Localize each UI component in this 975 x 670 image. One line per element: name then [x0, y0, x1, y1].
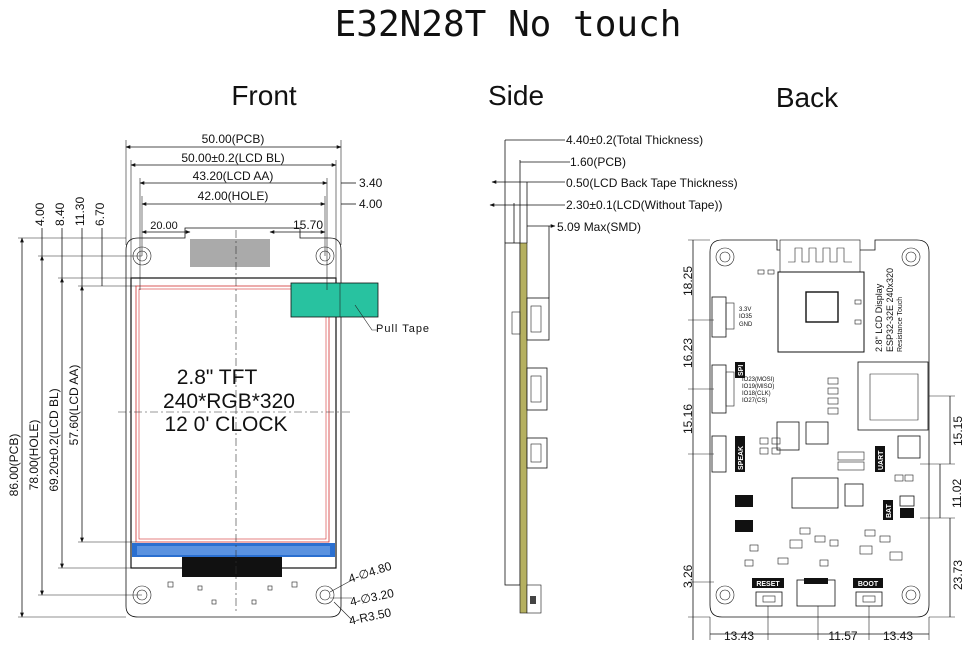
svg-text:BAT: BAT [886, 503, 893, 518]
dim-left-4: 4.00 [33, 202, 47, 226]
dim-back-16-23: 16.23 [681, 338, 695, 368]
boot-button [855, 591, 883, 607]
side-connector-1 [526, 297, 550, 341]
dim-lcd-aa-width: 43.20(LCD AA) [193, 169, 274, 183]
svg-text:IO35: IO35 [739, 314, 753, 320]
front-top-dimensions: 50.00(PCB) 50.00±0.2(LCD BL) 43.20(LCD A… [125, 132, 383, 290]
screen-text-resolution: 240*RGB*320 [163, 390, 295, 413]
dim-back-bottom-mid: 11.57 [828, 629, 857, 643]
back-connector-speaker [711, 435, 727, 473]
back-connector-spi [711, 364, 727, 414]
dim-left-11-3: 11.30 [73, 197, 87, 226]
side-pcb-layer [519, 242, 528, 614]
badge-speak [735, 436, 745, 472]
dim-back-23-73: 23.73 [951, 560, 965, 590]
dim-hole-spacing: 42.00(HOLE) [198, 189, 269, 203]
svg-text:RESET: RESET [756, 581, 780, 588]
dim-back-bottom-right: 13.43 [883, 629, 913, 643]
svg-text:UART: UART [878, 450, 885, 470]
dim-lcd-bl-width: 50.00±0.2(LCD BL) [181, 151, 284, 165]
back-left-dimensions: 18.25 16.23 15.16 3.26 [681, 239, 714, 640]
side-lcd-layer [504, 242, 521, 586]
front-left-dimensions: 4.00 8.40 11.30 6.70 86.00(PCB) 78.00(HO… [7, 197, 142, 618]
back-view: 2.8" LCD Display ESP32-32E 240x320 Resis… [681, 239, 965, 643]
dim-back-bottom-left: 13.43 [724, 629, 754, 643]
dim-lcd-aa-height: 57.60(LCD AA) [67, 365, 81, 446]
svg-text:BOOT: BOOT [858, 581, 879, 588]
back-board-model: ESP32-32E 240x320 [885, 268, 895, 352]
dim-pcb-height: 86.00(PCB) [7, 434, 21, 497]
back-connector-power [711, 296, 727, 338]
back-board-title: 2.8" LCD Display [874, 283, 884, 352]
back-right-dimensions: 15.15 11.02 23.73 [920, 395, 965, 618]
screen-text-size: 2.8" TFT [177, 366, 258, 389]
back-board-touch: Resistance Touch [897, 297, 904, 352]
dim-connector-left: 20.00 [150, 220, 178, 232]
dim-lcd-bl-height: 69.20±0.2(LCD BL) [47, 388, 61, 491]
dim-back-15-16: 15.16 [681, 404, 695, 434]
dim-pcb-width: 50.00(PCB) [202, 132, 265, 146]
svg-text:IO27(CS): IO27(CS) [742, 398, 767, 404]
badge-boot [853, 578, 883, 588]
back-sd-card-slot [857, 361, 929, 431]
drawing-title: E32N28T No touch [335, 4, 682, 45]
hole-callout-r3-5: 4-R3.50 [348, 605, 393, 628]
front-lcd-active-area [135, 285, 330, 543]
front-lcd-backlight [130, 277, 337, 569]
dim-pcb-thickness: 1.60(PCB) [570, 155, 626, 169]
dim-hole-height: 78.00(HOLE) [27, 420, 41, 491]
badge-reset [752, 578, 784, 588]
dim-back-3-26: 3.26 [681, 564, 695, 588]
dim-back-11-02: 11.02 [950, 479, 964, 508]
back-chip-usb-uart [791, 477, 839, 509]
reset-button [755, 591, 783, 607]
dim-connector-right: 15.70 [293, 218, 323, 232]
dim-tape-thickness: 0.50(LCD Back Tape Thickness) [566, 176, 738, 190]
side-view: 4.40±0.2(Total Thickness) 1.60(PCB) 0.50… [489, 133, 738, 614]
badge-spi [735, 362, 745, 378]
dim-left-6-7: 6.70 [93, 202, 107, 226]
back-small-components [744, 269, 914, 567]
badge-uart [875, 446, 885, 472]
front-pull-tape [290, 282, 379, 318]
svg-text:IO23(MOSI): IO23(MOSI) [742, 377, 774, 383]
front-hole-callouts: 4-∅4.80 4-∅3.20 4-R3.50 [329, 559, 395, 628]
svg-text:SPI: SPI [738, 365, 745, 376]
dim-hole-offset: 4.00 [359, 197, 383, 211]
svg-text:IO19(MISO): IO19(MISO) [742, 384, 774, 390]
pull-tape-label: Pull Tape [376, 323, 430, 335]
dim-back-18-25: 18.25 [681, 266, 695, 296]
side-connector-2 [526, 367, 548, 411]
view-heading-front: Front [231, 80, 297, 111]
front-view: Pull Tape 2.8" TFT 240*RGB*320 12 0' CLO… [7, 132, 430, 628]
view-heading-back: Back [776, 82, 839, 113]
dim-smd-height: 5.09 Max(SMD) [557, 220, 641, 234]
hole-callout-4-8: 4-∅4.80 [347, 559, 394, 586]
front-fpc-tail [182, 557, 282, 577]
dim-lcd-thickness: 2.30±0.1(LCD(Without Tape)) [566, 198, 722, 212]
back-bottom-dimensions: 13.43 11.57 13.43 [709, 606, 930, 643]
view-heading-side: Side [488, 80, 544, 111]
back-antenna [779, 239, 861, 273]
dim-back-15-15: 15.15 [951, 416, 965, 446]
back-pcb-outline [709, 239, 930, 618]
front-fpc-connector [190, 239, 270, 267]
badge-bat [883, 500, 893, 520]
back-mounting-holes [715, 247, 921, 605]
svg-text:SPEAK: SPEAK [738, 446, 745, 470]
dim-left-8-4: 8.40 [53, 202, 67, 226]
svg-text:IO18(CLK): IO18(CLK) [742, 391, 771, 397]
dim-aa-offset: 3.40 [359, 176, 383, 190]
dim-total-thickness: 4.40±0.2(Total Thickness) [566, 133, 703, 147]
front-pcb-outline [125, 227, 342, 618]
svg-text:3.3V: 3.3V [739, 307, 751, 313]
screen-text-orientation: 12 0' CLOCK [164, 413, 287, 436]
svg-text:GND: GND [739, 322, 753, 328]
side-connector-3 [526, 437, 548, 469]
